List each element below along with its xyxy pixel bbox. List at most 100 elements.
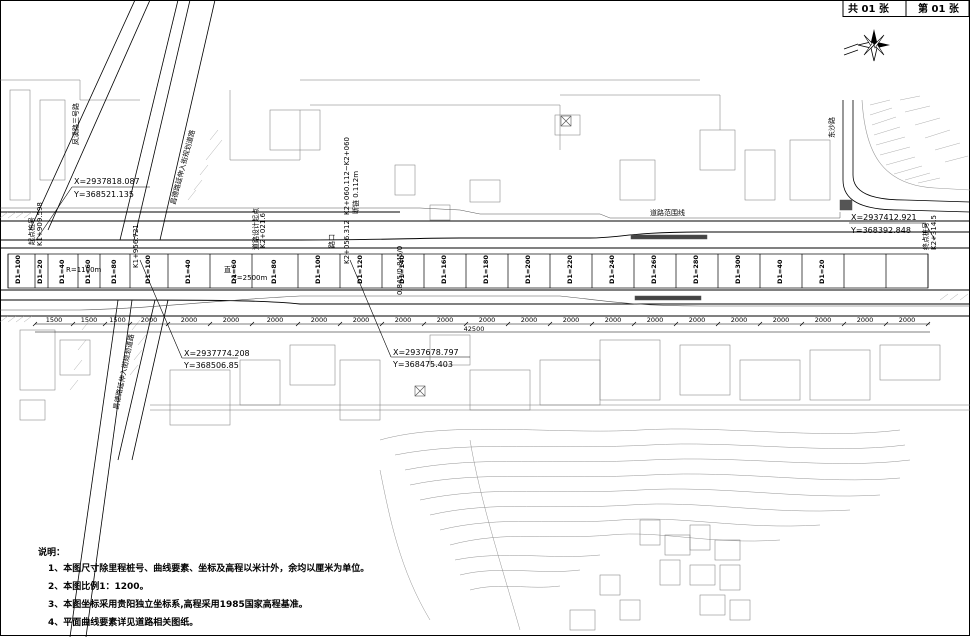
section-label: D1=20 [36, 259, 44, 284]
dimension-value: 2000 [311, 316, 328, 324]
dimension-value: 1500 [81, 316, 98, 324]
section-label: D1=240 [608, 255, 616, 284]
dimension-tick [589, 321, 595, 327]
dimension-chain [35, 323, 930, 333]
dimension-tick [249, 321, 255, 327]
north-arrow-icon [843, 29, 890, 62]
road-label-dongsha: 东沙路 [827, 117, 836, 138]
dimension-value: 1500 [46, 316, 63, 324]
dimension-value: 2000 [773, 316, 790, 324]
dimension-value: 2000 [181, 316, 198, 324]
section-label: D1=60 [84, 259, 92, 284]
section-label: D1=80 [110, 259, 118, 284]
coord-callout-4: X=2937412.921 Y=368392.848 [849, 213, 936, 241]
road-label-start: 起点桩号 [27, 217, 36, 245]
section-label: D1=60 [230, 259, 238, 284]
chainage-start: K1+909.598 [36, 202, 44, 246]
dimension-value: 1500 [109, 316, 126, 324]
dimension-value: 2000 [647, 316, 664, 324]
coord-4-x: X=2937412.921 [851, 213, 917, 222]
dimension-tick [127, 321, 133, 327]
chainage-end: K2+314.5 [930, 215, 938, 250]
chainage-k2056: K2+056.312 [343, 220, 351, 264]
section-grid [7, 253, 929, 289]
dimension-tick [925, 321, 931, 327]
dimension-tick [547, 321, 553, 327]
drawing-notes: 说明： 1、本图尺寸除里程桩号、曲线要素、坐标及高程以米计外，余均以厘米为单位。… [38, 545, 370, 633]
section-label: D1=40 [184, 259, 192, 284]
right-slope-hatch [869, 95, 969, 184]
terrain-contours [379, 428, 911, 631]
sheet-stamp: 共 01 张 第 01 张 [842, 0, 970, 17]
roadside-structures [0, 199, 853, 301]
main-road-edges [0, 211, 970, 317]
section-label: D1=120 [356, 255, 364, 284]
note-item-4: 4、平面曲线要素详见道路相关图纸。 [48, 618, 199, 628]
dimension-tick [32, 321, 38, 327]
dimension-tick [505, 321, 511, 327]
dimension-total: 42500 [464, 325, 485, 333]
dimension-tick [841, 321, 847, 327]
broken-chain-distance: 断链 0.112m [351, 171, 360, 214]
dimension-value: 2000 [605, 316, 622, 324]
section-label: D1=40 [58, 259, 66, 284]
section-label: D1=160 [440, 255, 448, 284]
coord-callout-2: X=2937774.208 Y=368506.85 [139, 259, 250, 370]
dimension-tick [379, 321, 385, 327]
road-label-end: 终点桩号 [921, 222, 930, 250]
dimension-value: 2000 [267, 316, 284, 324]
dimension-tick [757, 321, 763, 327]
dimension-value: 2000 [815, 316, 832, 324]
dimension-value: 2000 [563, 316, 580, 324]
section-label: D1=280 [692, 255, 700, 284]
section-label: D1=40 [776, 259, 784, 284]
dimension-tick [337, 321, 343, 327]
coord-2-y: Y=368506.85 [183, 361, 239, 370]
section-label: D1=200 [524, 255, 532, 284]
road-label-design-start: 道路设计起点 [251, 208, 260, 250]
section-label: D1=180 [482, 255, 490, 284]
curve-z: Z=2500m [232, 274, 267, 282]
dimension-value: 2000 [521, 316, 538, 324]
dimension-tick [673, 321, 679, 327]
dimension-value: 2000 [437, 316, 454, 324]
section-label: D1=100 [314, 255, 322, 284]
section-label: D1=140 [398, 255, 406, 284]
lower-buildings [569, 519, 751, 631]
section-label: D1=300 [734, 255, 742, 284]
right-curved-road [842, 99, 971, 213]
site-markers [414, 115, 572, 397]
dimension-tick [102, 321, 108, 327]
dimension-value: 2000 [479, 316, 496, 324]
coord-1-x: X=2937818.087 [74, 177, 140, 186]
chainage-k2021: K2+021.6 [259, 213, 267, 248]
section-label: D1=80 [270, 259, 278, 284]
coord-2-x: X=2937774.208 [184, 349, 250, 358]
coord-callout-3: X=2937678.797 Y=368475.403 [349, 259, 470, 369]
section-label: D1=20 [818, 259, 826, 284]
dimension-value: 2000 [395, 316, 412, 324]
coord-callout-1: X=2937818.087 Y=368521.135 [35, 177, 150, 241]
dimension-value: 2000 [223, 316, 240, 324]
curve-label-zhi: 直 [224, 265, 231, 274]
dimension-value: 2000 [689, 316, 706, 324]
section-label: D1=100 [14, 255, 22, 284]
dimension-labels: 1500 1500 1500 2000 2000 2000 2000 2000 2000 2000… [32, 316, 931, 327]
coord-1-y: Y=368521.135 [73, 190, 134, 199]
dimension-value: 2000 [731, 316, 748, 324]
coord-3-x: X=2937678.797 [393, 348, 459, 357]
note-item-1: 1、本图尺寸除里程桩号、曲线要素、坐标及高程以米计外，余均以厘米为单位。 [48, 564, 370, 574]
section-label: D1=220 [566, 255, 574, 284]
section-label: D1=260 [650, 255, 658, 284]
dimension-value: 2000 [899, 316, 916, 324]
coord-3-y: Y=368475.403 [392, 360, 453, 369]
dimension-tick [295, 321, 301, 327]
chainage-k2060: K2+060.112~K2+060 [343, 137, 351, 215]
road-label-junction: 路口 [327, 234, 336, 248]
section-labels: D1=100 D1=20 D1=40 D1=60 D1=80 D1=100 D1=40 D1=… [14, 255, 826, 284]
coord-4-y: Y=368392.848 [850, 226, 911, 235]
road-label-range: 道路范围线 [650, 208, 685, 217]
diagonal-roads [29, 0, 216, 637]
